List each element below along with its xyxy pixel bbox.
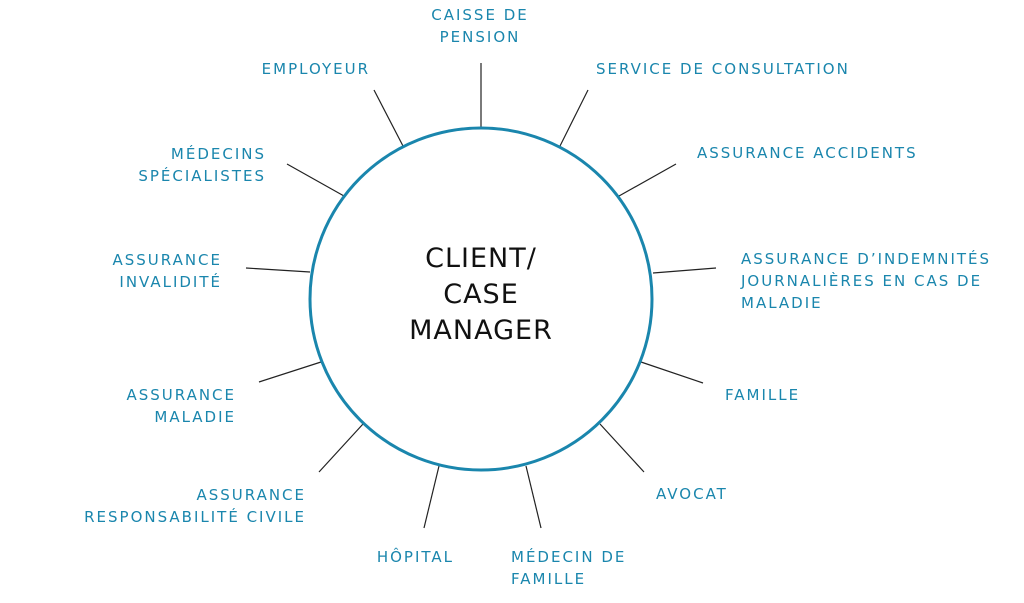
node-label-medecins-specialistes: MÉDECINS SPÉCIALISTES bbox=[138, 145, 266, 185]
node-label-service-de-consultation: SERVICE DE CONSULTATION bbox=[596, 60, 850, 78]
connector-avocat bbox=[599, 423, 645, 473]
node-label-assurance-invalidite: ASSURANCE INVALIDITÉ bbox=[112, 251, 222, 291]
connector-assurance-accidents bbox=[618, 163, 677, 197]
node-label-assurance-responsabilite-civile: ASSURANCE RESPONSABILITÉ CIVILE bbox=[84, 486, 306, 526]
connector-assurance-maladie bbox=[258, 361, 322, 383]
node-label-avocat: AVOCAT bbox=[656, 485, 728, 503]
node-label-famille: FAMILLE bbox=[725, 386, 801, 404]
connector-assurance-invalidite bbox=[245, 267, 311, 273]
node-label-caisse-de-pension: CAISSE DE PENSION bbox=[431, 6, 529, 46]
connector-famille bbox=[640, 361, 704, 384]
connector-medecin-de-famille bbox=[525, 465, 542, 529]
hub-circle bbox=[308, 126, 654, 472]
node-label-assurance-indemnites: ASSURANCE D’INDEMNITÉS JOURNALIÈRES EN C… bbox=[741, 250, 992, 312]
connector-lines bbox=[245, 63, 717, 529]
connector-medecins-specialistes bbox=[286, 163, 345, 197]
connector-service-de-consultation bbox=[559, 89, 589, 147]
node-label-hopital: HÔPITAL bbox=[376, 548, 454, 566]
connector-assurance-indemnites bbox=[652, 267, 717, 274]
node-label-medecin-de-famille: MÉDECIN DE FAMILLE bbox=[511, 548, 627, 588]
connector-assurance-responsabilite-civile bbox=[318, 423, 364, 473]
node-label-employeur: EMPLOYEUR bbox=[261, 60, 370, 78]
hub-center-label: CLIENT/ CASE MANAGER bbox=[409, 243, 553, 346]
connector-employeur bbox=[373, 89, 404, 147]
connector-hopital bbox=[423, 465, 440, 529]
node-label-assurance-accidents: ASSURANCE ACCIDENTS bbox=[697, 144, 918, 162]
node-label-assurance-maladie: ASSURANCE MALADIE bbox=[126, 386, 236, 426]
